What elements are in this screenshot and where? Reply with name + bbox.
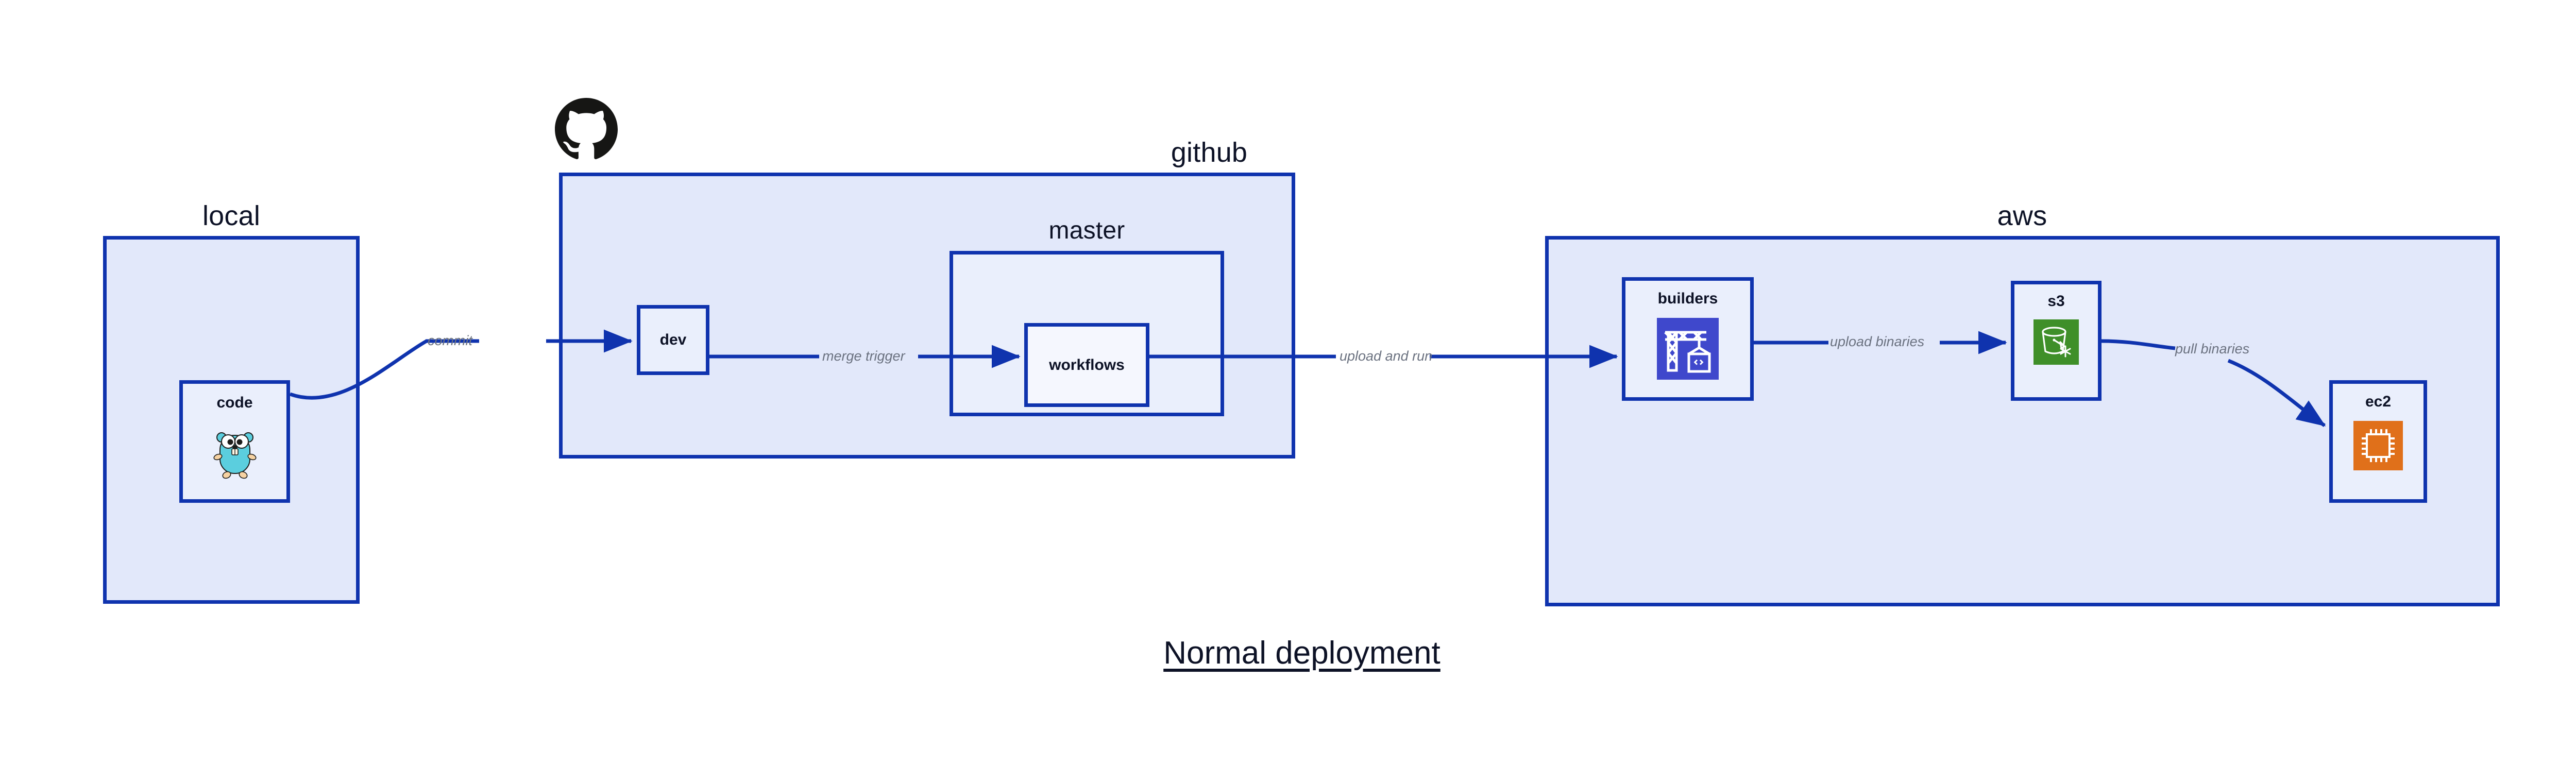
node-s3-label: s3 [2047, 293, 2065, 310]
node-builders-label: builders [1657, 290, 1718, 307]
node-dev[interactable]: dev [637, 305, 709, 375]
node-dev-label: dev [659, 331, 687, 348]
node-code[interactable]: code [179, 380, 290, 503]
node-workflows-label: workflows [1049, 356, 1125, 373]
group-aws-label: aws [1997, 200, 2047, 231]
node-ec2-label: ec2 [2365, 393, 2392, 410]
diagram-title: Normal deployment [1163, 635, 1440, 671]
group-master-label: master [1048, 217, 1125, 244]
node-code-label: code [216, 394, 253, 411]
group-local-label: local [202, 200, 261, 231]
node-builders[interactable]: builders [1622, 277, 1754, 401]
node-ec2[interactable]: ec2 [2329, 380, 2427, 503]
group-github-label: github [1171, 137, 1248, 168]
edge-label-upload-binaries: upload binaries [1830, 334, 1925, 349]
github-octocat-logo [555, 98, 618, 161]
node-workflows[interactable]: workflows [1024, 323, 1149, 407]
aws-codebuild-icon [1657, 318, 1719, 382]
edge-label-upload-and-run: upload and run [1340, 348, 1433, 364]
edge-label-commit: commit [428, 333, 472, 348]
aws-ec2-icon [2353, 421, 2403, 473]
edge-label-merge-trigger: merge trigger [822, 348, 905, 364]
aws-s3-glacier-icon [2033, 319, 2079, 367]
go-gopher-icon [210, 423, 260, 482]
edge-label-pull-binaries: pull binaries [2175, 341, 2250, 356]
node-s3[interactable]: s3 [2011, 281, 2102, 401]
